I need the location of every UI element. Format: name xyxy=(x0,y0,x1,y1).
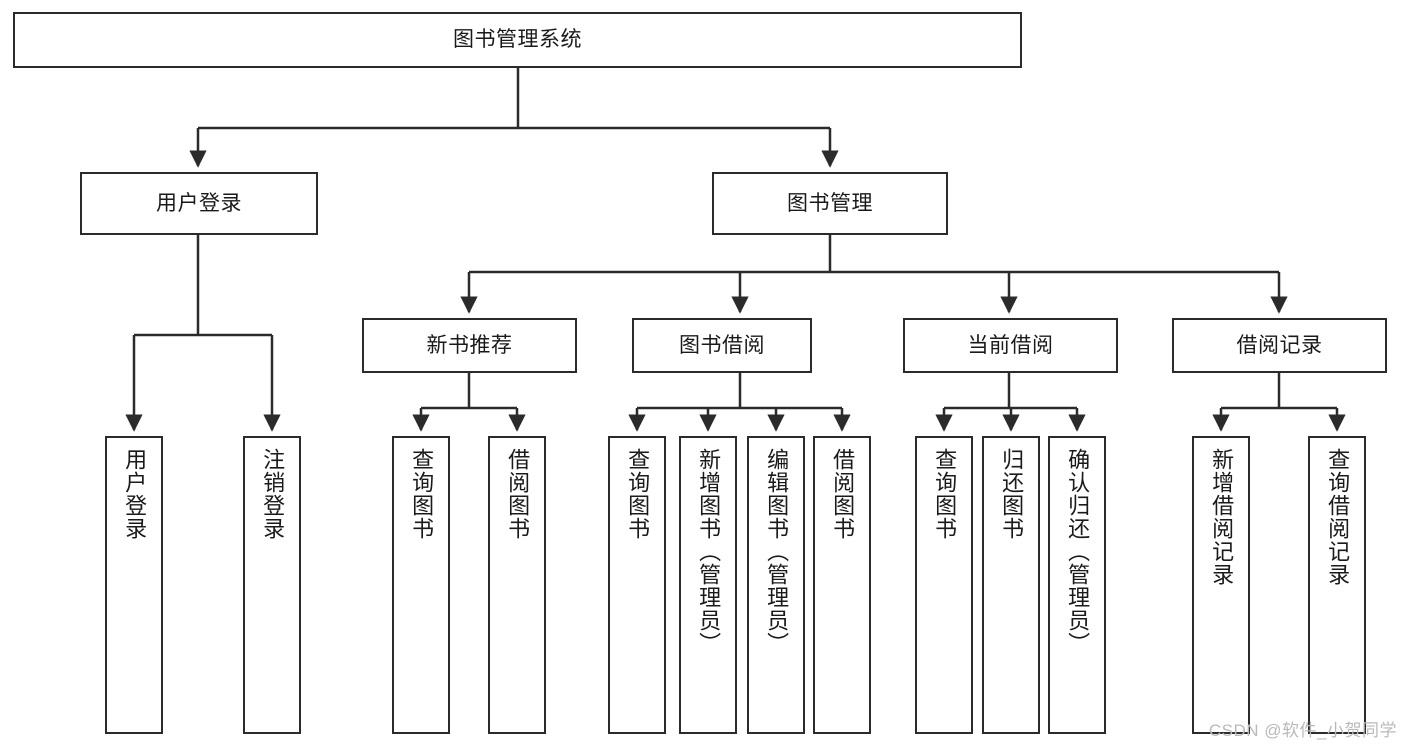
node-current-borrow[interactable]: 当前借阅 xyxy=(903,318,1118,373)
leaf-borrow-record-query[interactable]: 查询借阅记录 xyxy=(1308,436,1366,734)
leaf-label: 查询借阅记录 xyxy=(1325,448,1351,586)
leaf-new-book-borrow[interactable]: 借阅图书 xyxy=(488,436,546,734)
leaf-book-borrow-add[interactable]: 新增图书（管理员） xyxy=(679,436,737,734)
leaf-book-borrow-edit[interactable]: 编辑图书（管理员） xyxy=(747,436,805,734)
node-book-manage-label: 图书管理 xyxy=(787,191,873,215)
node-book-manage[interactable]: 图书管理 xyxy=(712,172,948,235)
node-root[interactable]: 图书管理系统 xyxy=(13,12,1022,68)
leaf-user-login-login[interactable]: 用户登录 xyxy=(105,436,163,734)
leaf-label: 用户登录 xyxy=(122,448,148,540)
node-borrow-record-label: 借阅记录 xyxy=(1236,333,1323,357)
node-new-book-recommend-label: 新书推荐 xyxy=(426,333,513,357)
leaf-user-login-logout[interactable]: 注销登录 xyxy=(243,436,301,734)
leaf-current-borrow-confirm[interactable]: 确认归还（管理员） xyxy=(1048,436,1106,734)
leaf-book-borrow-borrow[interactable]: 借阅图书 xyxy=(813,436,871,734)
leaf-label: 新增借阅记录 xyxy=(1209,448,1235,586)
leaf-label: 借阅图书 xyxy=(830,448,856,540)
leaf-book-borrow-query[interactable]: 查询图书 xyxy=(608,436,666,734)
leaf-borrow-record-add[interactable]: 新增借阅记录 xyxy=(1192,436,1250,734)
node-new-book-recommend[interactable]: 新书推荐 xyxy=(362,318,577,373)
leaf-label: 编辑图书（管理员） xyxy=(764,448,790,655)
leaf-label: 查询图书 xyxy=(932,448,958,540)
node-user-login[interactable]: 用户登录 xyxy=(80,172,318,235)
leaf-new-book-query[interactable]: 查询图书 xyxy=(392,436,450,734)
node-user-login-label: 用户登录 xyxy=(156,191,242,215)
node-borrow-record[interactable]: 借阅记录 xyxy=(1172,318,1387,373)
node-current-borrow-label: 当前借阅 xyxy=(967,333,1054,357)
leaf-label: 借阅图书 xyxy=(505,448,531,540)
leaf-current-borrow-return[interactable]: 归还图书 xyxy=(982,436,1040,734)
node-book-borrow-label: 图书借阅 xyxy=(679,333,765,357)
node-book-borrow[interactable]: 图书借阅 xyxy=(632,318,812,373)
leaf-label: 注销登录 xyxy=(260,448,286,540)
leaf-label: 确认归还（管理员） xyxy=(1065,448,1091,655)
leaf-label: 查询图书 xyxy=(409,448,435,540)
leaf-label: 归还图书 xyxy=(999,448,1025,540)
leaf-label: 查询图书 xyxy=(625,448,651,540)
leaf-label: 新增图书（管理员） xyxy=(696,448,722,655)
node-root-label: 图书管理系统 xyxy=(453,28,582,52)
leaf-current-borrow-query[interactable]: 查询图书 xyxy=(915,436,973,734)
